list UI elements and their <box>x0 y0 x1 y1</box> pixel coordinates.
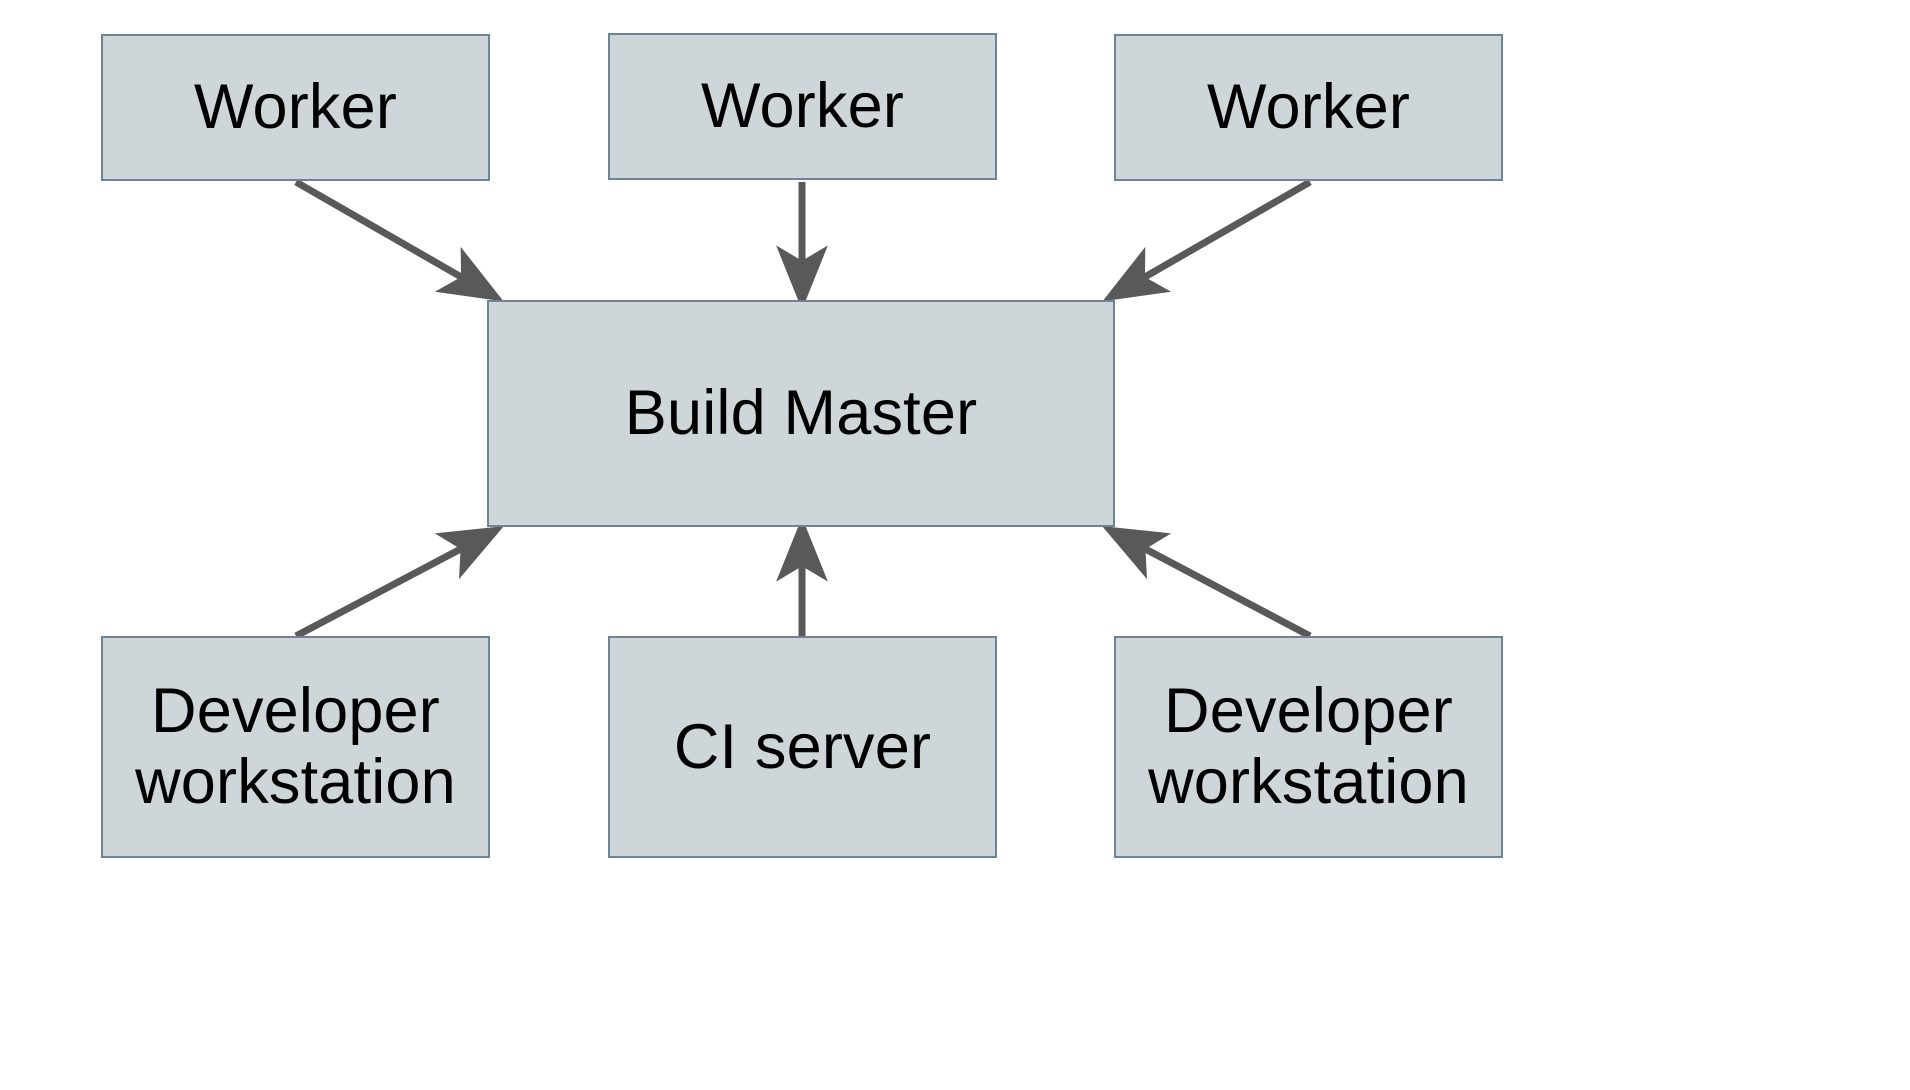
node-worker-mid[interactable]: Worker <box>608 33 997 180</box>
node-build-master-label: Build Master <box>624 378 978 449</box>
edge-worker-left-to-build-master <box>294 178 504 302</box>
node-worker-right[interactable]: Worker <box>1114 34 1503 181</box>
node-build-master[interactable]: Build Master <box>487 300 1115 527</box>
node-ci-server[interactable]: CI server <box>608 636 997 858</box>
node-worker-left-label: Worker <box>193 72 398 143</box>
node-ci-server-label: CI server <box>673 711 932 782</box>
node-developer-workstation-right[interactable]: Developer workstation <box>1114 636 1503 858</box>
edge-worker-right-to-build-master <box>1102 178 1312 302</box>
node-developer-workstation-right-label: Developer workstation <box>1148 676 1469 817</box>
node-developer-workstation-left[interactable]: Developer workstation <box>101 636 490 858</box>
node-worker-mid-label: Worker <box>700 71 905 142</box>
edge-dev-right-to-build-master <box>1102 526 1312 640</box>
edge-dev-left-to-build-master <box>294 526 504 640</box>
node-developer-workstation-left-label: Developer workstation <box>135 676 456 817</box>
node-worker-left[interactable]: Worker <box>101 34 490 181</box>
node-worker-right-label: Worker <box>1206 72 1411 143</box>
